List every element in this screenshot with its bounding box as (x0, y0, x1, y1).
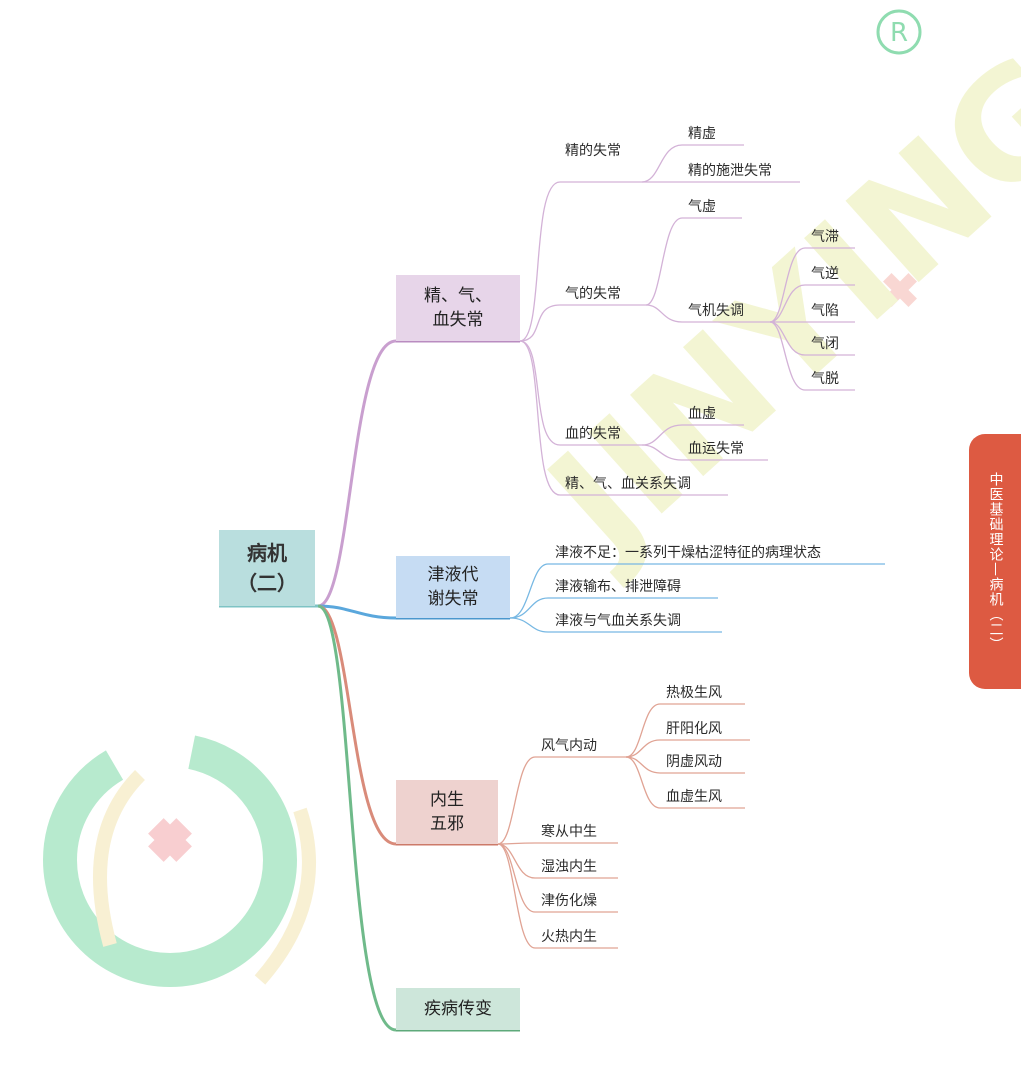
node-jinye: 津液代 谢失常 (396, 556, 510, 618)
fengqi-child-3: 阴虚风动 (666, 754, 722, 770)
root-node: 病机 （二） (219, 530, 315, 606)
xue-child-2: 血运失常 (688, 441, 744, 457)
node-jing-qi-xue-label: 精、气、 血失常 (424, 286, 492, 330)
neisheng-other-4: 火热内生 (541, 929, 597, 945)
side-tab: 中医基础理论—病机（二） (969, 434, 1021, 689)
jing-child-1: 精虚 (688, 126, 716, 142)
node-jing-qi-xue: 精、气、 血失常 (396, 275, 520, 341)
node-chuanbian: 疾病传变 (396, 988, 520, 1030)
svg-text:R: R (890, 18, 908, 48)
fengqi-node: 风气内动 (541, 738, 597, 754)
jinye-child-2: 津液输布、排泄障碍 (555, 579, 681, 595)
root-label: 病机 （二） (237, 541, 297, 595)
node-chuanbian-label: 疾病传变 (424, 999, 492, 1019)
node-neisheng: 内生 五邪 (396, 780, 498, 844)
guanxi-node: 精、气、血关系失调 (565, 476, 691, 492)
xue-node: 血的失常 (565, 426, 621, 442)
fengqi-child-1: 热极生风 (666, 685, 722, 701)
jitiao-child-5: 气脱 (811, 371, 839, 387)
neisheng-other-2: 湿浊内生 (541, 859, 597, 875)
jinye-child-3: 津液与气血关系失调 (555, 613, 681, 629)
jinye-child-1: 津液不足：一系列干燥枯涩特征的病理状态 (555, 545, 821, 561)
side-tab-label: 中医基础理论—病机（二） (987, 471, 1004, 652)
jitiao-child-1: 气滞 (811, 229, 839, 245)
qi-node: 气的失常 (565, 286, 621, 302)
fengqi-child-2: 肝阳化风 (666, 721, 722, 737)
neisheng-other-3: 津伤化燥 (541, 893, 597, 909)
jing-child-2: 精的施泄失常 (688, 163, 772, 179)
jitiao-child-4: 气闭 (811, 336, 839, 352)
xue-child-1: 血虚 (688, 406, 716, 422)
node-jinye-label: 津液代 谢失常 (427, 565, 479, 609)
jing-node: 精的失常 (565, 143, 621, 159)
registered-icon: R (876, 9, 922, 55)
neisheng-other-1: 寒从中生 (541, 824, 597, 840)
fengqi-child-4: 血虚生风 (666, 789, 722, 805)
node-neisheng-label: 内生 五邪 (430, 790, 464, 834)
qi-xu: 气虚 (688, 199, 716, 215)
jitiao-child-2: 气逆 (811, 266, 839, 282)
qi-jitiao: 气机失调 (688, 303, 744, 319)
jitiao-child-3: 气陷 (811, 303, 839, 319)
